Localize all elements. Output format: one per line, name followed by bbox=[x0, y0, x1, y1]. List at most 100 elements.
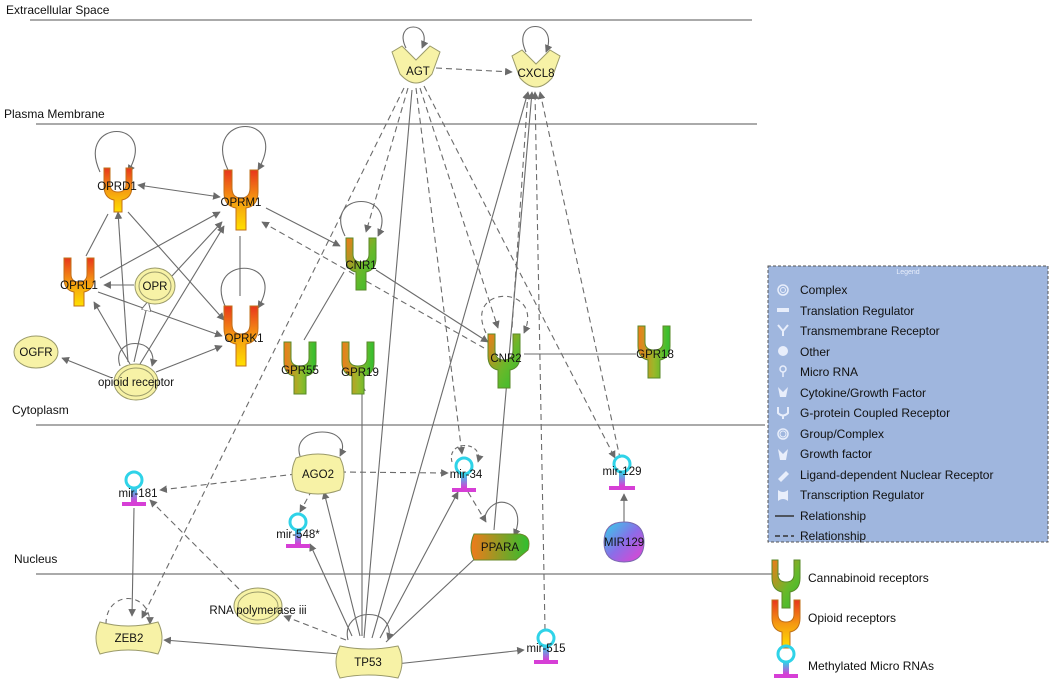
edge-self-opioid-receptor bbox=[118, 343, 158, 367]
svg-text:GPR55: GPR55 bbox=[281, 365, 319, 377]
gpcr-icon bbox=[777, 407, 789, 419]
edge-tp53-zeb2 bbox=[163, 636, 341, 655]
svg-text:opioid receptor: opioid receptor bbox=[98, 377, 174, 389]
svg-text:TP53: TP53 bbox=[354, 657, 382, 669]
edge-ago2-mir181 bbox=[159, 473, 297, 494]
svg-text:GPR19: GPR19 bbox=[341, 367, 379, 379]
edge-tp53-cxcl8 bbox=[371, 91, 530, 639]
node-gpr19[interactable]: GPR19 bbox=[341, 341, 379, 395]
svg-text:AGO2: AGO2 bbox=[302, 469, 334, 481]
key-methylated: Methylated Micro RNAs bbox=[774, 644, 934, 678]
edge-cnr1-gpr55 bbox=[303, 271, 345, 341]
legend-label: Translation Regulator bbox=[800, 304, 914, 318]
svg-text:mir-181: mir-181 bbox=[119, 488, 158, 500]
legend-label: Micro RNA bbox=[800, 365, 858, 379]
legend-label: Other bbox=[800, 345, 830, 359]
compartment-lines bbox=[30, 19, 780, 575]
node-ppara[interactable]: PPARA bbox=[470, 533, 530, 561]
edge-or-ogfr bbox=[61, 356, 113, 379]
edge-self-zeb2 bbox=[105, 598, 154, 625]
edge-self-oprk1 bbox=[220, 267, 266, 309]
node-gpr55[interactable]: GPR55 bbox=[281, 341, 319, 395]
svg-text:mir-129: mir-129 bbox=[603, 466, 642, 478]
svg-text:Methylated Micro RNAs: Methylated Micro RNAs bbox=[808, 659, 934, 673]
node-mir548[interactable]: mir-548* bbox=[276, 512, 320, 548]
node-mir129[interactable]: mir-129 bbox=[603, 454, 642, 490]
legend-label: Transcription Regulator bbox=[800, 488, 924, 502]
legend-label: Transmembrane Receptor bbox=[800, 324, 940, 338]
node-agt[interactable]: AGT bbox=[391, 45, 441, 84]
methylated-mirna-icon bbox=[774, 644, 798, 678]
svg-text:CXCL8: CXCL8 bbox=[517, 68, 554, 80]
legend-label: Relationship bbox=[800, 509, 866, 523]
node-tp53[interactable]: TP53 bbox=[335, 645, 403, 679]
svg-text:Cannabinoid receptors: Cannabinoid receptors bbox=[808, 571, 929, 585]
node-rna-polymerase[interactable]: RNA polymerase iii bbox=[209, 587, 307, 625]
key-cannabinoid: Cannabinoid receptors bbox=[771, 559, 929, 609]
node-ago2[interactable]: AGO2 bbox=[291, 453, 345, 495]
node-mir34[interactable]: mir-34 bbox=[450, 456, 483, 492]
edge-or-oprk1 bbox=[155, 344, 223, 373]
node-cnr2[interactable]: CNR2 bbox=[487, 333, 522, 389]
legend-label: Complex bbox=[800, 283, 847, 297]
node-mir515[interactable]: mir-515 bbox=[527, 628, 566, 664]
node-gpr18[interactable]: GPR18 bbox=[636, 325, 674, 379]
edge-cnr1-cnr2 bbox=[375, 269, 489, 343]
edge-agt-cnr1 bbox=[364, 87, 409, 233]
svg-text:OPR: OPR bbox=[143, 281, 168, 293]
svg-text:mir-515: mir-515 bbox=[527, 643, 566, 655]
edge-or-opr bbox=[133, 302, 148, 363]
legend-label: Ligand-dependent Nuclear Receptor bbox=[800, 468, 993, 482]
edge-self-mir34 bbox=[450, 444, 484, 463]
node-oprk1[interactable]: OPRK1 bbox=[223, 305, 264, 367]
node-opr[interactable]: OPR bbox=[134, 267, 176, 305]
node-oprm1[interactable]: OPRM1 bbox=[221, 169, 262, 231]
edge-self-tp53 bbox=[346, 613, 394, 641]
edge-opr-oprm1 bbox=[171, 221, 223, 277]
compartment-nucleus: Nucleus bbox=[14, 552, 57, 566]
key-opioid: Opioid receptors bbox=[771, 599, 896, 649]
node-zeb2[interactable]: ZEB2 bbox=[95, 621, 163, 655]
svg-text:OPRD1: OPRD1 bbox=[97, 181, 137, 193]
nuclear-receptor-icon bbox=[778, 471, 789, 482]
edge-oprl1-oprm1 bbox=[99, 211, 221, 279]
node-cxcl8[interactable]: CXCL8 bbox=[511, 49, 561, 88]
cannabinoid-receptor-icon bbox=[771, 559, 801, 609]
node-MIR129[interactable]: MIR129 bbox=[603, 521, 645, 563]
node-oprd1[interactable]: OPRD1 bbox=[97, 167, 137, 213]
svg-text:CNR2: CNR2 bbox=[490, 353, 521, 365]
node-cnr1[interactable]: CNR1 bbox=[345, 237, 377, 291]
edge-mir34-ppara bbox=[467, 491, 487, 523]
edge-or-oprl1 bbox=[93, 301, 131, 365]
edge-oprm1-cnr2 bbox=[261, 221, 485, 349]
svg-text:MIR129: MIR129 bbox=[604, 537, 644, 549]
svg-text:ZEB2: ZEB2 bbox=[115, 633, 144, 645]
edge-oprm1-cnr1 bbox=[265, 207, 341, 247]
edge-oprd1-oprk1 bbox=[127, 211, 225, 321]
node-opioid-receptor[interactable]: opioid receptor bbox=[98, 363, 174, 401]
svg-text:GPR18: GPR18 bbox=[636, 349, 674, 361]
node-mir181[interactable]: mir-181 bbox=[119, 470, 158, 506]
svg-text:CNR1: CNR1 bbox=[345, 260, 376, 272]
edge-tp53-rnapol bbox=[283, 614, 347, 641]
legend-label: Relationship bbox=[800, 529, 866, 543]
edge-oprd1-oprl1 bbox=[85, 213, 109, 257]
edge-agt-cnr2 bbox=[419, 87, 500, 329]
edge-agt-cxcl8 bbox=[435, 67, 513, 76]
compartment-plasma-membrane: Plasma Membrane bbox=[4, 107, 105, 121]
edge-self-ago2 bbox=[298, 431, 347, 457]
edge-tp53-ago2 bbox=[321, 491, 361, 637]
edge-self-cxcl8 bbox=[522, 25, 553, 53]
edge-tp53-ppara bbox=[385, 551, 483, 643]
legend-panel: Legend Complex Translation Regulator Tra… bbox=[767, 265, 1049, 543]
micro-rna-icon bbox=[779, 365, 787, 377]
node-ogfr[interactable]: OGFR bbox=[13, 335, 59, 369]
node-oprl1[interactable]: OPRL1 bbox=[60, 257, 98, 307]
growth-factor-icon bbox=[778, 449, 788, 460]
edge-tp53-mir34 bbox=[379, 491, 459, 639]
legend-label: Cytokine/Growth Factor bbox=[800, 386, 926, 400]
edge-agt-zeb2 bbox=[141, 87, 405, 619]
edge-tp53-agt bbox=[363, 89, 413, 639]
